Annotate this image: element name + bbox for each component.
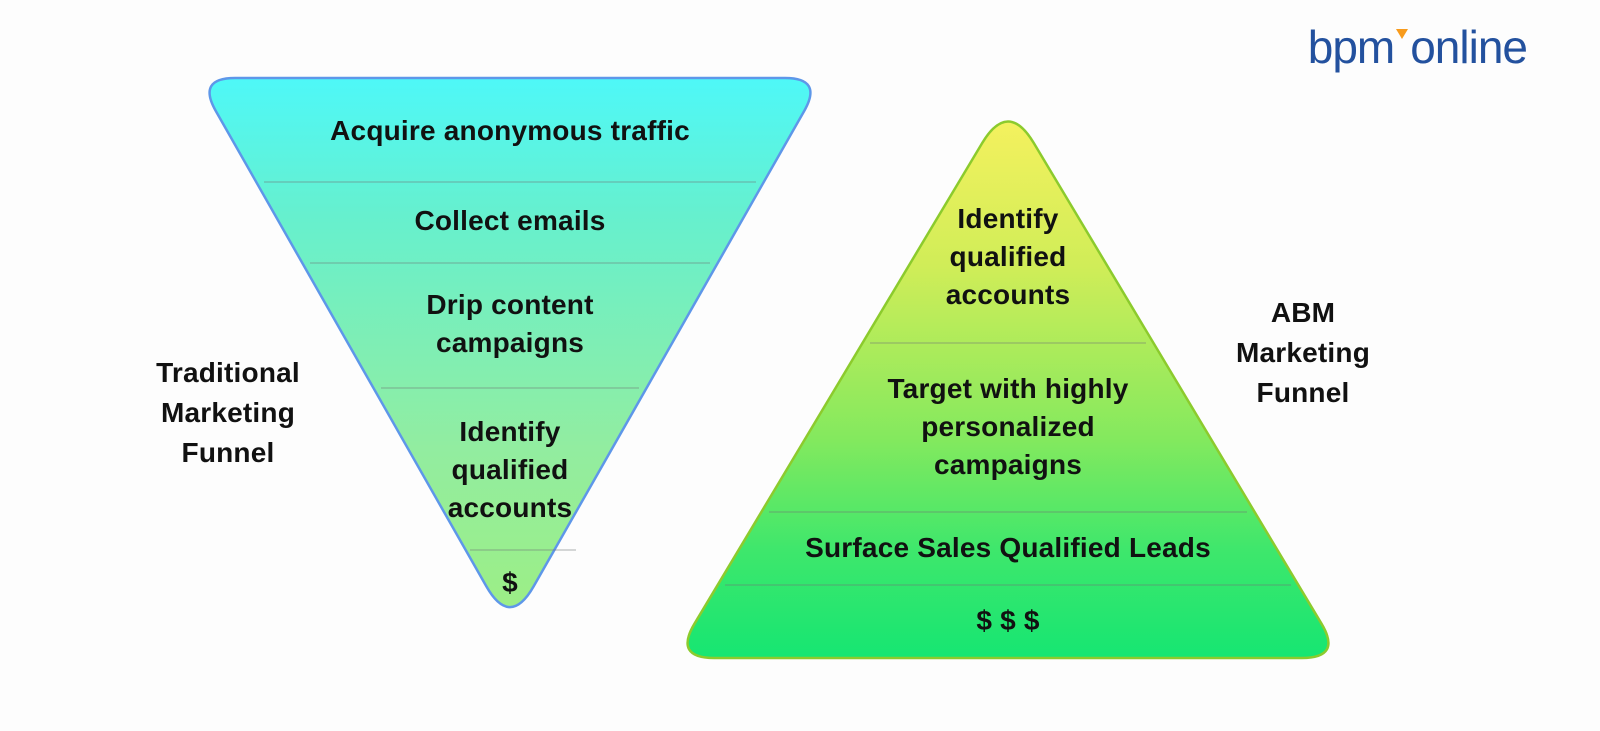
abm-stage-identify-qualified-accounts: Identify qualified accounts	[945, 203, 1071, 310]
traditional-stage-collect-emails: Collect emails	[414, 205, 606, 236]
traditional-stage-identify-qualified-accounts: Identify qualified accounts	[447, 416, 573, 523]
traditional-funnel-shape	[208, 76, 812, 609]
logo-suffix: online	[1410, 21, 1528, 73]
bpmonline-logo: bpm online	[1307, 21, 1528, 73]
traditional-funnel-label: Traditional Marketing Funnel	[156, 357, 300, 468]
abm-funnel-shape	[686, 120, 1330, 660]
abm-funnel-label: ABM Marketing Funnel	[1235, 297, 1371, 408]
logo-prefix: bpm	[1307, 21, 1395, 73]
abm-stage-dollars: $ $ $	[976, 605, 1040, 636]
abm-stage-surface-sales-qualified-leads: Surface Sales Qualified Leads	[805, 532, 1211, 563]
abm-stage-target-personalized-campaigns: Target with highly personalized campaign…	[887, 373, 1129, 480]
traditional-stage-drip-content-campaigns: Drip content campaigns	[426, 289, 594, 358]
traditional-stage-dollar: $	[502, 567, 518, 598]
traditional-stage-acquire-anonymous-traffic: Acquire anonymous traffic	[330, 115, 690, 146]
logo-apostrophe-triangle-icon	[1396, 29, 1409, 39]
